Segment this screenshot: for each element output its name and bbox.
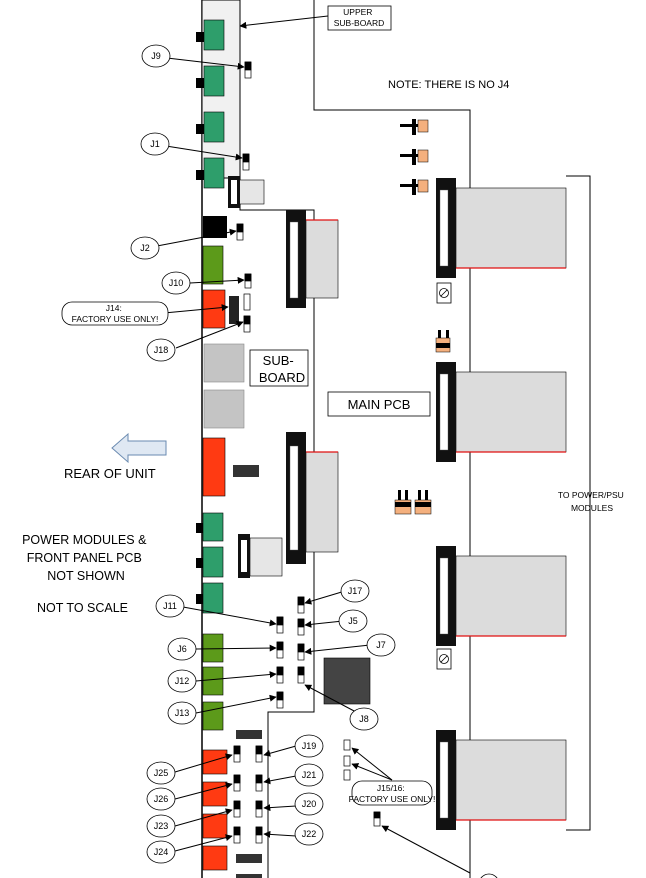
j5-label: J5 [348, 616, 358, 626]
j19-callout: J19 [294, 734, 324, 758]
power-modules-label: POWER MODULES & FRONT PANEL PCB NOT SHOW… [22, 533, 150, 583]
upper-cable [228, 176, 265, 208]
j22-callout: J22 [294, 822, 324, 846]
main-pcb-ribbons [436, 178, 567, 830]
j14-label: J14: FACTORY USE ONLY! [72, 303, 159, 324]
j18-callout: J18 [146, 338, 176, 362]
j19-label: J19 [302, 741, 317, 751]
j22-label: J22 [302, 829, 317, 839]
to-power-psu-label: TO POWER/PSU MODULES [558, 490, 626, 513]
j13-callout: J13 [167, 701, 197, 725]
j23-label: J23 [154, 821, 169, 831]
jumper-labels: J9 J1 J2 J10 J18 J11 J6 J12 J13 J17 J5 J… [130, 44, 498, 878]
j7-callout: J7 [366, 633, 396, 657]
jumper-blocks [233, 61, 381, 844]
j24-label: J24 [154, 847, 169, 857]
j8-callout: J8 [349, 707, 379, 731]
j9-label: J9 [151, 51, 161, 61]
j11-callout: J11 [155, 594, 185, 618]
j26-label: J26 [154, 794, 169, 804]
sub-board-connectors [196, 216, 262, 878]
j6-callout: J6 [167, 637, 197, 661]
j1-callout: J1 [140, 132, 170, 156]
j10-callout: J10 [161, 271, 191, 295]
upper-sub-board-connectors [196, 19, 225, 189]
j9-callout: J9 [141, 44, 171, 68]
j11-label: J11 [163, 601, 177, 611]
j25-label: J25 [154, 768, 169, 778]
not-to-scale-label: NOT TO SCALE [37, 601, 128, 615]
trimmer-pots [436, 282, 452, 670]
j20-label: J20 [302, 799, 317, 809]
j17-label: J17 [348, 586, 363, 596]
callout-arrows [156, 15, 471, 874]
j21-callout: J21 [294, 763, 324, 787]
j5-callout: J5 [338, 609, 368, 633]
j21-label: J21 [302, 770, 317, 780]
j13-label: J13 [175, 708, 190, 718]
j10-label: J10 [169, 278, 184, 288]
j1-label: J1 [150, 139, 160, 149]
j12-label: J12 [175, 676, 190, 686]
j14-callout-box [61, 301, 169, 326]
j17-callout: J17 [340, 579, 370, 603]
j15-16-label: J15/16: FACTORY USE ONLY! [349, 783, 436, 804]
j20-callout: J20 [294, 792, 324, 816]
main-pcb-label: MAIN PCB [348, 397, 411, 412]
j26-callout: J26 [146, 787, 176, 811]
rear-of-unit-label: REAR OF UNIT [64, 466, 156, 481]
psu-bracket [566, 175, 591, 831]
j2-label: J2 [140, 243, 150, 253]
j23-callout: J23 [146, 814, 176, 838]
j2-callout: J2 [130, 236, 160, 260]
pin-headers [394, 119, 451, 515]
sub-board-label: SUB- BOARD [259, 353, 305, 385]
upper-sub-board-label: UPPER SUB-BOARD [334, 7, 385, 28]
j25-callout: J25 [146, 761, 176, 785]
j24-callout: J24 [146, 840, 176, 864]
main-pcb-box [327, 391, 431, 417]
j6-label: J6 [177, 644, 187, 654]
note-label: NOTE: THERE IS NO J4 [388, 79, 509, 91]
j8-label: J8 [359, 714, 369, 724]
upper-sub-board-box [327, 5, 392, 31]
rear-arrow-icon [111, 432, 167, 464]
ic-chip [323, 657, 371, 705]
j7-label: J7 [376, 640, 386, 650]
j15-16-callout-box [351, 780, 433, 806]
j12-callout: J12 [167, 669, 197, 693]
board-outlines [201, 0, 471, 878]
sub-board-box [249, 349, 309, 387]
j18-label: J18 [154, 345, 169, 355]
ribbon-cables-left [238, 210, 339, 578]
